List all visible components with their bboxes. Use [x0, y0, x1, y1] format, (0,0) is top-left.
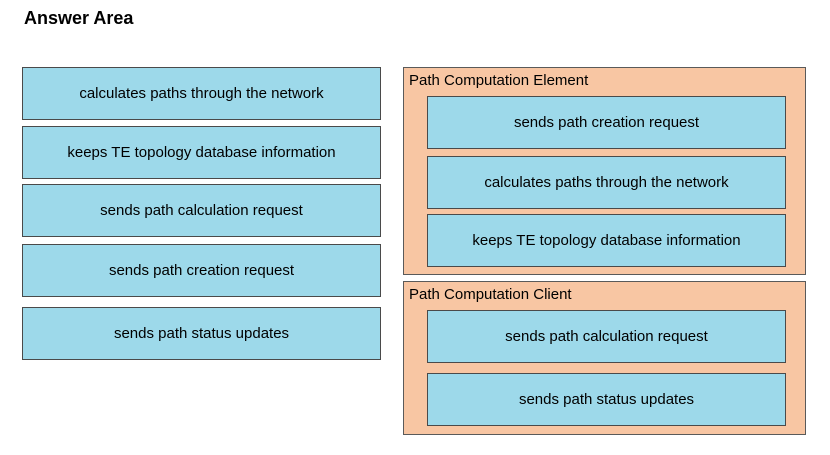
option-keeps-te-topology[interactable]: keeps TE topology database information [22, 126, 381, 179]
zone-label-pce: Path Computation Element [409, 72, 589, 89]
option-sends-path-creation-request[interactable]: sends path creation request [22, 244, 381, 297]
drop-zone-path-computation-element[interactable]: Path Computation Element sends path crea… [403, 67, 806, 275]
drop-zone-path-computation-client[interactable]: Path Computation Client sends path calcu… [403, 281, 806, 435]
option-calculates-paths[interactable]: calculates paths through the network [22, 67, 381, 120]
zone-label-pcc: Path Computation Client [409, 286, 572, 303]
pcc-slot-1[interactable]: sends path calculation request [427, 310, 786, 363]
pce-slot-2[interactable]: calculates paths through the network [427, 156, 786, 209]
pce-slot-3[interactable]: keeps TE topology database information [427, 214, 786, 267]
option-sends-path-calculation-request[interactable]: sends path calculation request [22, 184, 381, 237]
option-sends-path-status-updates[interactable]: sends path status updates [22, 307, 381, 360]
answer-area-title: Answer Area [24, 8, 134, 28]
pce-slot-1[interactable]: sends path creation request [427, 96, 786, 149]
pcc-slot-2[interactable]: sends path status updates [427, 373, 786, 426]
